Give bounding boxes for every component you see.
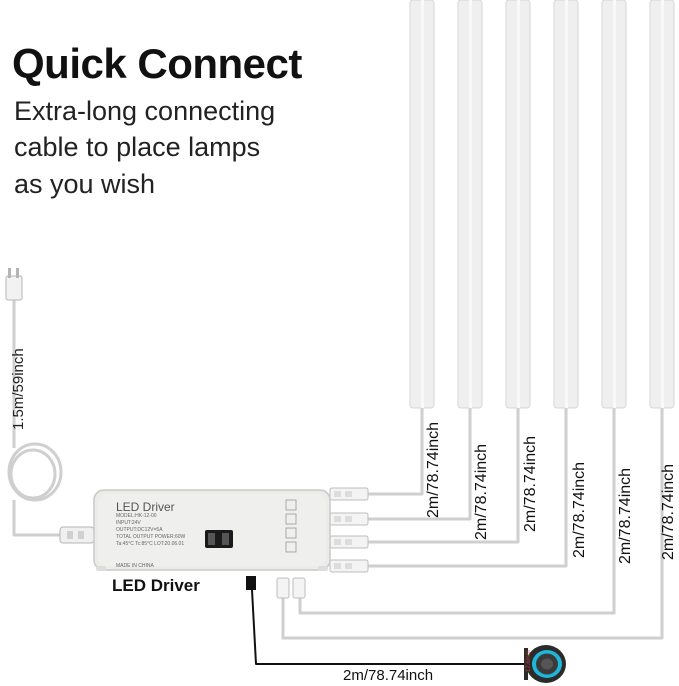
power-cable-length-label: 1.5m/59inch	[10, 348, 27, 430]
sensor-cable	[251, 589, 528, 665]
subtitle-line-2: cable to place lamps	[14, 132, 261, 162]
driver-face-line: OUTPUT:DC12V=5A	[116, 527, 163, 533]
led-driver-caption: LED Driver	[112, 576, 200, 595]
power-cable	[7, 300, 63, 537]
bar-cable-2	[368, 408, 472, 521]
subtitle-line-3: as you wish	[14, 169, 156, 199]
bar-cable-length-label-2: 2m/78.74inch	[473, 443, 490, 540]
bar-connectors	[276, 487, 369, 599]
led-driver-unit	[93, 489, 331, 571]
bar-cable-length-label-4: 2m/78.74inch	[571, 461, 588, 558]
bar-cable-6	[281, 408, 664, 640]
power-inline-connector	[59, 526, 95, 544]
light-bars	[409, 0, 675, 409]
driver-face-line: INPUT:24V	[116, 520, 141, 526]
driver-face-line: Ta:45°C Tc:85°C LOT:20.06.01	[116, 541, 185, 547]
bar-cable-4	[368, 408, 568, 568]
sensor-plug	[246, 576, 256, 590]
sensor-cable-length-label: 2m/78.74inch	[343, 667, 434, 684]
driver-face-line: TOTAL OUTPUT POWER:60W	[116, 534, 186, 540]
subtitle-line-1: Extra-long connecting	[14, 96, 276, 126]
bar-cable-length-label-1: 2m/78.74inch	[425, 421, 442, 518]
sensor-switch-icon	[524, 645, 566, 683]
power-plug-icon	[5, 268, 23, 301]
bar-cable-length-label-6: 2m/78.74inch	[660, 463, 677, 560]
sensor-size-label: 17.6mm	[526, 650, 532, 672]
bar-cables	[281, 408, 664, 640]
driver-face-title: LED Driver	[116, 500, 175, 514]
driver-face-line: MADE IN CHINA	[116, 563, 154, 569]
bar-cable-3	[368, 408, 520, 544]
bar-cable-1	[368, 408, 424, 496]
bar-cable-5	[298, 408, 616, 615]
bar-cable-length-label-5: 2m/78.74inch	[617, 467, 634, 564]
driver-face-line: MODEL:HK-12-00	[116, 513, 157, 519]
bar-cable-length-label-3: 2m/78.74inch	[522, 435, 539, 532]
page-title: Quick Connect	[12, 40, 302, 87]
